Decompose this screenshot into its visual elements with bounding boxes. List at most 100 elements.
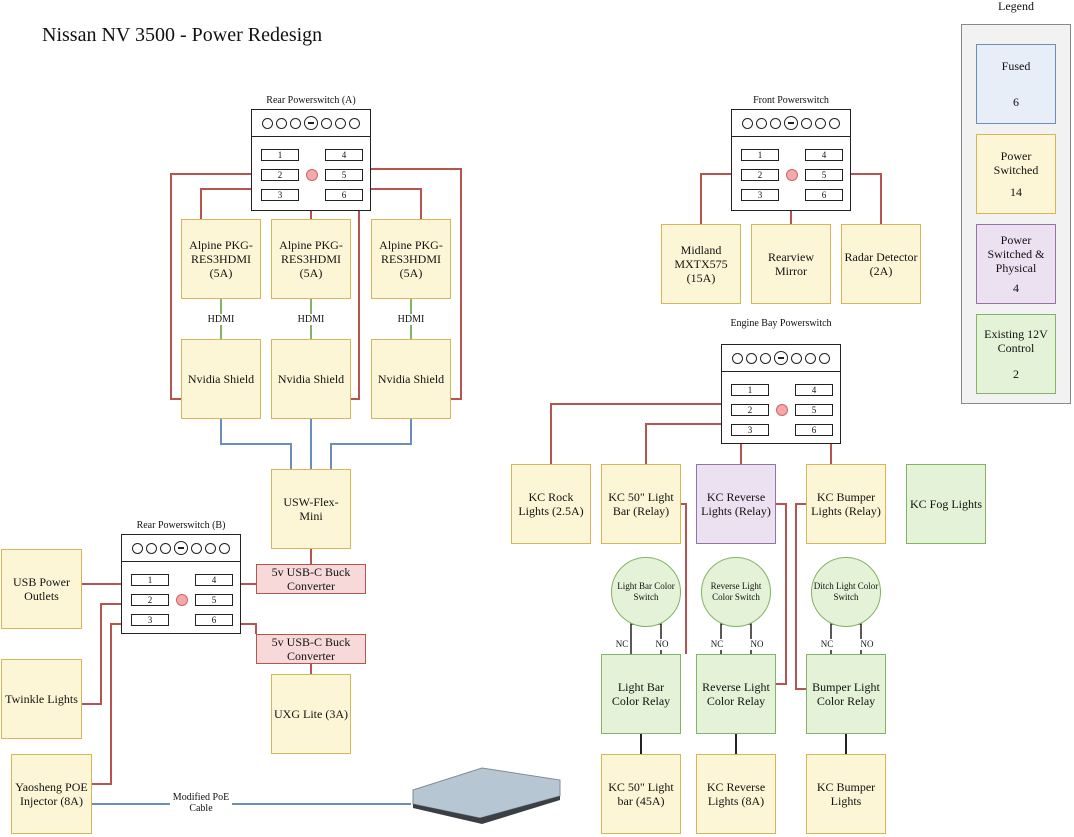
kc-reverse-lights-relay: KC Reverse Lights (Relay) (696, 464, 776, 544)
wire-ra-4 (371, 188, 422, 219)
slot-1: 1 (261, 149, 299, 161)
slot-6: 6 (195, 614, 233, 626)
nvidia-shield-3: Nvidia Shield (371, 339, 451, 419)
slot-5: 5 (195, 594, 233, 606)
rear-powerswitch-b-label: Rear Powerswitch (B) (136, 520, 226, 531)
slot-3: 3 (131, 614, 169, 626)
slot-5: 5 (795, 404, 833, 416)
alpine-node-1: Alpine PKG-RES3HDMI (5A) (181, 219, 261, 299)
switch-dots (252, 110, 370, 137)
slot-4: 4 (805, 149, 843, 161)
reverse-light-color-switch: Reverse Light Color Switch (701, 557, 771, 627)
ditch-light-color-switch: Ditch Light Color Switch (811, 557, 881, 627)
kc-rock-lights: KC Rock Lights (2.5A) (511, 464, 591, 544)
legend-fused: Fused 6 (976, 44, 1056, 124)
nc-label: NC (819, 639, 835, 650)
status-led (776, 404, 788, 416)
nvidia-shield-1: Nvidia Shield (181, 339, 261, 419)
legend-power-switched-count: 14 (1010, 185, 1022, 199)
slot-1: 1 (741, 149, 779, 161)
buck-converter-2: 5v USB-C Buck Converter (256, 634, 366, 664)
legend-fused-label: Fused (1001, 59, 1031, 73)
wire-eng-2 (645, 423, 721, 464)
status-led (176, 594, 188, 606)
wire-eng-1 (550, 403, 721, 464)
wire-ra-6 (351, 208, 371, 400)
poe-cable-label: Modified PoE Cable (170, 792, 232, 814)
slot-3: 3 (731, 424, 769, 436)
radar-detector: Radar Detector (2A) (841, 224, 921, 304)
kc-reverse-lights: KC Reverse Lights (8A) (696, 754, 776, 834)
wire-eth-1 (220, 419, 292, 469)
wire-ra-1 (170, 173, 251, 400)
slot-4: 4 (195, 574, 233, 586)
usb-power-outlets: USB Power Outlets (1, 549, 82, 629)
legend-power-switched-label: Power Switched (993, 149, 1039, 177)
status-led (306, 169, 318, 181)
wire-front-3 (851, 173, 882, 224)
buck-converter-1: 5v USB-C Buck Converter (256, 564, 366, 594)
rear-powerswitch-a-label: Rear Powerswitch (A) (266, 95, 356, 106)
rear-powerswitch-b: 1 2 3 4 5 6 (121, 534, 241, 634)
usw-flex-mini: USW-Flex-Mini (271, 469, 351, 549)
slot-3: 3 (261, 189, 299, 201)
light-bar-color-relay: Light Bar Color Relay (601, 654, 681, 734)
wire-rb-buck2 (241, 623, 257, 634)
slot-1: 1 (731, 384, 769, 396)
poe-injector: Yaosheng POE Injector (8A) (11, 754, 92, 834)
midland-radio: Midland MXTX575 (15A) (661, 224, 741, 304)
legend-power-switched: Power Switched 14 (976, 134, 1056, 214)
front-powerswitch-label: Front Powerswitch (753, 95, 829, 106)
legend-switched-physical: Power Switched & Physical 4 (976, 224, 1056, 304)
light-bar-color-switch: Light Bar Color Switch (611, 557, 681, 627)
rear-powerswitch-a: 1 2 3 4 5 6 (251, 109, 371, 211)
hdmi-label-2: HDMI (291, 314, 331, 325)
wire-ra-2 (200, 188, 251, 219)
legend-existing-12v-count: 2 (1013, 367, 1019, 381)
wire-ra-5 (371, 168, 462, 400)
kc-bumper-lights: KC Bumper Lights (806, 754, 886, 834)
slot-2: 2 (731, 404, 769, 416)
wire-eth-3 (330, 419, 412, 469)
wire-rev-relay (776, 503, 787, 685)
nvidia-shield-2: Nvidia Shield (271, 339, 351, 419)
wire-front-1 (700, 173, 731, 224)
kc-fog-lights: KC Fog Lights (906, 464, 986, 544)
uxg-lite: UXG Lite (3A) (271, 674, 351, 754)
page-title: Nissan NV 3500 - Power Redesign (42, 24, 323, 46)
twinkle-lights: Twinkle Lights (1, 659, 82, 739)
legend-title: Legend (998, 0, 1034, 13)
engine-bay-powerswitch: 1 2 3 4 5 6 (721, 344, 841, 444)
switch-dots (722, 345, 840, 372)
switch-dots (122, 535, 240, 562)
no-label: NO (654, 639, 670, 650)
slot-4: 4 (795, 384, 833, 396)
reverse-light-color-relay: Reverse Light Color Relay (696, 654, 776, 734)
slot-5: 5 (325, 169, 363, 181)
rearview-mirror: Rearview Mirror (751, 224, 831, 304)
no-label: NO (749, 639, 765, 650)
slot-2: 2 (741, 169, 779, 181)
hdmi-label-3: HDMI (391, 314, 431, 325)
legend-fused-count: 6 (1013, 95, 1019, 109)
alpine-node-2: Alpine PKG-RES3HDMI (5A) (271, 219, 351, 299)
slot-6: 6 (325, 189, 363, 201)
slot-3: 3 (741, 189, 779, 201)
switch-dots (732, 110, 850, 137)
legend-existing-12v-label: Existing 12V Control (984, 327, 1048, 355)
legend-switched-physical-count: 4 (1013, 281, 1019, 295)
slot-4: 4 (325, 149, 363, 161)
kc-50-light-bar: KC 50" Light bar (45A) (601, 754, 681, 834)
wire-kc50-relay (681, 503, 687, 654)
status-led (786, 169, 798, 181)
nc-label: NC (614, 639, 630, 650)
slot-2: 2 (131, 594, 169, 606)
alpine-node-3: Alpine PKG-RES3HDMI (5A) (371, 219, 451, 299)
legend-switched-physical-label: Power Switched & Physical (987, 233, 1045, 275)
hdmi-label-1: HDMI (201, 314, 241, 325)
wire-bump-relay (795, 503, 806, 690)
wire-rb-poe (92, 623, 121, 785)
kc-bumper-lights-relay: KC Bumper Lights (Relay) (806, 464, 886, 544)
slot-5: 5 (805, 169, 843, 181)
